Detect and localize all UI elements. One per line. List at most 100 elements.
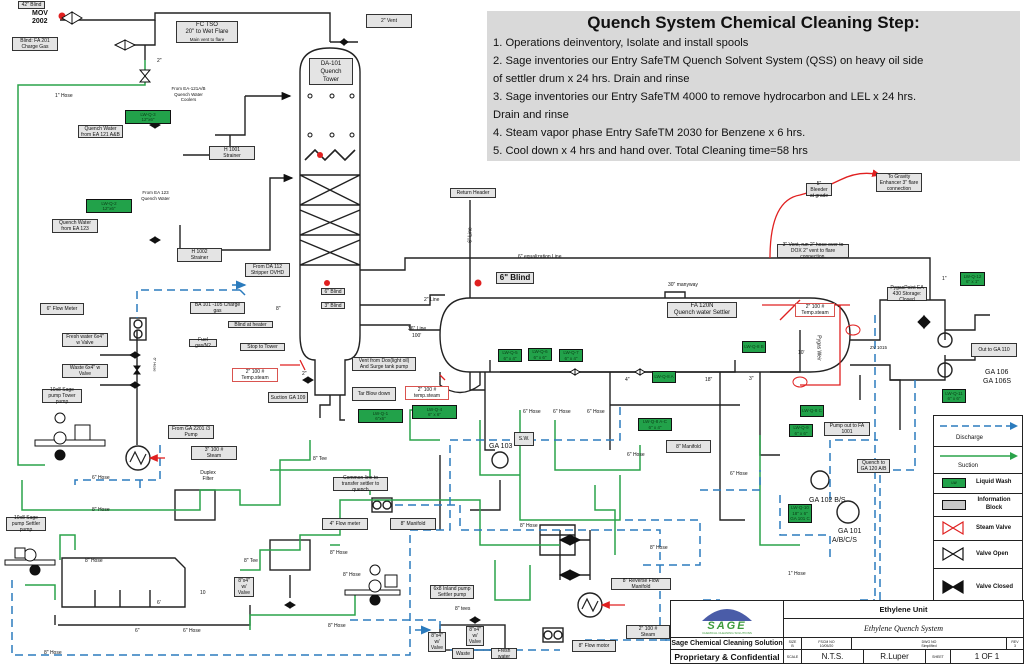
- tank-dim-6ft: 6': [157, 600, 161, 606]
- qw-from-123-box: Quench Water from EA 123: [52, 219, 98, 233]
- valve-open-icon: [942, 546, 964, 562]
- settler-tank: [61, 557, 186, 608]
- legend-discharge-label: Discharge: [956, 435, 984, 441]
- hose-8in-label: 8" Hose: [343, 572, 361, 578]
- lw-q9-id: LW-Q-9: [793, 425, 809, 430]
- blind-marker: [317, 152, 323, 158]
- equalization-line-label: 6" equalization Line: [518, 254, 562, 260]
- company-name-cell: Sage Chemical Cleaning Solution: [671, 638, 784, 650]
- temp-steam-a-sub: Temp.steam: [241, 375, 269, 381]
- temp-steam-a-rating: 2" 100 #: [245, 369, 265, 375]
- settler-pump-box: 10x8 Sage pump Settler pump: [6, 515, 46, 533]
- flow-motor-8in-box: 8" Flow motor: [572, 640, 616, 652]
- title-block: SAGE CHEMICAL CLEANING SOLUTIONS Ethylen…: [670, 600, 1024, 664]
- two-inch-line-label: 2" Line: [424, 297, 440, 303]
- lw-q4-id: LW-Q-4: [426, 406, 443, 412]
- cleaning-steps-panel: Quench System Chemical Cleaning Step: 1.…: [487, 11, 1020, 161]
- zv-1015-label: ZV 1015: [870, 345, 888, 350]
- ea121-return-line: [215, 96, 246, 136]
- size-value: B: [791, 643, 794, 648]
- valve-closed-icon: [942, 579, 964, 595]
- company-logo-tag: CHEMICAL CLEANING SOLUTIONS: [702, 631, 752, 635]
- steam-3in-rating: 3" 100 #: [204, 447, 224, 453]
- fc-valve: [113, 39, 137, 51]
- one-inch-label: 1": [942, 276, 947, 282]
- out-to-ga110-box: Out to GA 110: [971, 343, 1017, 357]
- lw-q5-size: 6" x 4": [503, 355, 517, 361]
- steam-3in-box: 3" 100 #Steam: [191, 446, 237, 460]
- charge-gas-box: BA 101 -105 Charge gas: [190, 302, 245, 314]
- thirty-six-inch-line: [360, 324, 440, 331]
- hose-6in-bottom-label: 6" Hose: [183, 628, 201, 634]
- blind-marker: [474, 279, 482, 287]
- eighteen-inch-label: 18": [705, 377, 713, 383]
- return-header-box: Return Header: [450, 188, 496, 198]
- lw-q12-id: LW-Q-12: [963, 273, 982, 279]
- lw-q6-size: 6" x 6": [533, 354, 547, 360]
- lw-q2-id: LW-Q-2: [101, 200, 117, 206]
- step-line: 3. Sage inventories our Entry SafeTM 400…: [493, 91, 917, 103]
- sage-logo-dome-icon: [702, 609, 752, 621]
- legend: Discharge Suction LW Liquid Wash Informa…: [933, 415, 1023, 607]
- bleeder-box: 5" Bleeder at grade: [806, 181, 832, 199]
- valve-8x4-box-3: 8"x4" w/ Valve: [466, 626, 484, 646]
- scale-label-cell: SCALE: [784, 650, 802, 663]
- waste-bottom-box: Waste: [452, 648, 474, 659]
- legend-valve-closed: Valve Closed: [934, 568, 1022, 605]
- hose-6in-label: 6" Hose: [92, 475, 110, 481]
- ga106-label: GA 106: [985, 369, 1009, 376]
- two-inch-line: [360, 294, 445, 306]
- from-da112-box: From DA 112 Stripper OVHD: [245, 263, 290, 277]
- tees-8in-label: 8" tees: [455, 606, 471, 612]
- fc-tso-line2: 20" to Wet Flare: [185, 28, 229, 35]
- steps-title: Quench System Chemical Cleaning Step:: [587, 13, 920, 32]
- step-line: 4. Steam vapor phase Entry SafeTM 2030 f…: [493, 127, 806, 139]
- steam-2in-bottom-box: 2" 100 #Steam: [626, 625, 670, 639]
- blind-3in-tower: 3" Blind: [321, 302, 345, 309]
- lw-q1-id: LW-Q-1: [372, 410, 389, 416]
- step-line: 2. Sage inventories our Entry SafeTM Que…: [493, 55, 924, 67]
- hose-8in-label: 8" Hose: [85, 558, 103, 564]
- pygas-weir-label: Pygas Weir: [815, 335, 822, 361]
- hose-6in-label: 6" Hose: [587, 409, 605, 415]
- confidential-cell: Proprietary & Confidential: [671, 650, 784, 663]
- reverse-manifold-box: 8" Reverse Flow Manifold: [611, 578, 671, 590]
- quench-tower-shell: [299, 47, 361, 396]
- duplex-filter-label: Duplex Filter: [200, 470, 216, 482]
- stop-to-tower-box: Stop to Tower: [240, 343, 285, 351]
- pygas-point-box: PygasPoint EA 430 Storage: Closed: [887, 285, 927, 303]
- fc-tso-title: FC TSO: [196, 21, 218, 28]
- lw-q11-id: LW-Q-11: [945, 390, 963, 396]
- lw-q8a-tag: LW-Q-8 A: [652, 371, 676, 383]
- sheet-label-cell: SHEET: [926, 650, 951, 663]
- hose-6in-label: 6" Hose: [553, 409, 571, 415]
- blind-6in-tower: 6" Blind: [321, 288, 345, 295]
- weir-height-label: 10': [798, 350, 805, 356]
- blind-6in-return: 6" Blind: [496, 272, 534, 284]
- sw-box: S.W.: [514, 432, 534, 446]
- blind-marker: [324, 280, 330, 286]
- legend-valve-closed-label: Valve Closed: [976, 584, 1014, 590]
- tar-blowdown-box: Tar Blow down: [352, 387, 396, 401]
- hose-6in-label: 6" Hose: [730, 471, 748, 477]
- lw-q3-id: LW-Q-3: [140, 111, 156, 117]
- fc-branch-line: [130, 20, 156, 46]
- eight-inch-label: 8": [276, 306, 281, 312]
- common-line-box: Common line to transfer settler to quenc…: [333, 475, 388, 493]
- tower-line2: Quench: [320, 68, 342, 75]
- h1001-sub: Strainer: [223, 153, 241, 159]
- manway-label: 30" manyway: [668, 282, 698, 288]
